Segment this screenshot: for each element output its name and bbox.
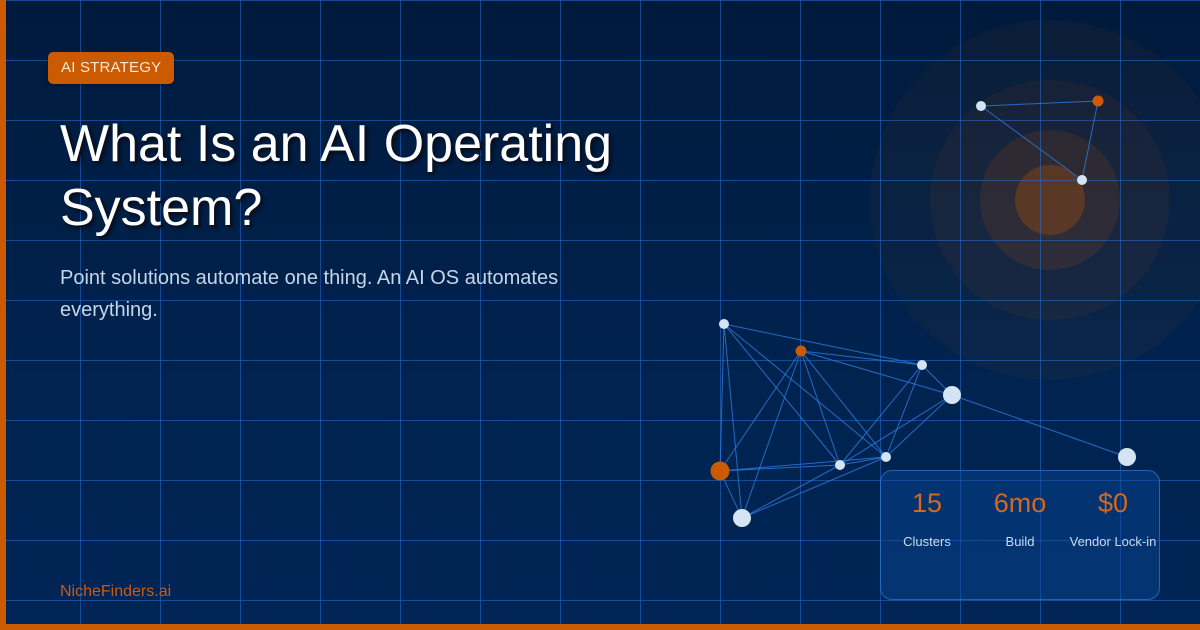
stat-label: Clusters xyxy=(903,534,951,549)
network-nodes xyxy=(710,95,1136,527)
accent-bar-left xyxy=(0,0,6,630)
stat-value: $0 xyxy=(1097,488,1129,518)
node-icon xyxy=(881,452,891,462)
stat-build: 6mo Build xyxy=(970,485,1070,551)
stat-vendor-lock-in: $0 Vendor Lock-in xyxy=(1063,485,1163,551)
stat-label: Build xyxy=(1005,534,1035,549)
stat-label: Vendor Lock-in xyxy=(1069,534,1157,549)
node-icon xyxy=(1118,448,1136,466)
stat-clusters: 15 Clusters xyxy=(877,485,977,551)
node-icon xyxy=(943,386,961,404)
page-subtitle: Point solutions automate one thing. An A… xyxy=(60,267,559,321)
page-title: What Is an AI Operating System? xyxy=(60,115,613,237)
node-icon xyxy=(733,509,751,527)
category-badge: AI STRATEGY xyxy=(48,52,175,84)
brand-link[interactable]: NicheFinders.ai xyxy=(60,583,172,600)
node-accent-icon xyxy=(795,345,807,357)
stat-value: 15 xyxy=(911,488,943,518)
node-accent-icon xyxy=(1092,95,1104,107)
stats-card: 15 Clusters 6mo Build $0 Vendor Lock-in xyxy=(880,470,1160,600)
network-edges xyxy=(719,100,1128,519)
node-icon xyxy=(917,360,927,370)
node-accent-icon xyxy=(710,461,730,481)
node-icon xyxy=(1077,175,1087,185)
node-icon xyxy=(976,101,986,111)
accent-bar-bottom xyxy=(0,624,1200,630)
node-icon xyxy=(719,319,729,329)
node-icon xyxy=(835,460,845,470)
stat-value: 6mo xyxy=(993,488,1047,518)
